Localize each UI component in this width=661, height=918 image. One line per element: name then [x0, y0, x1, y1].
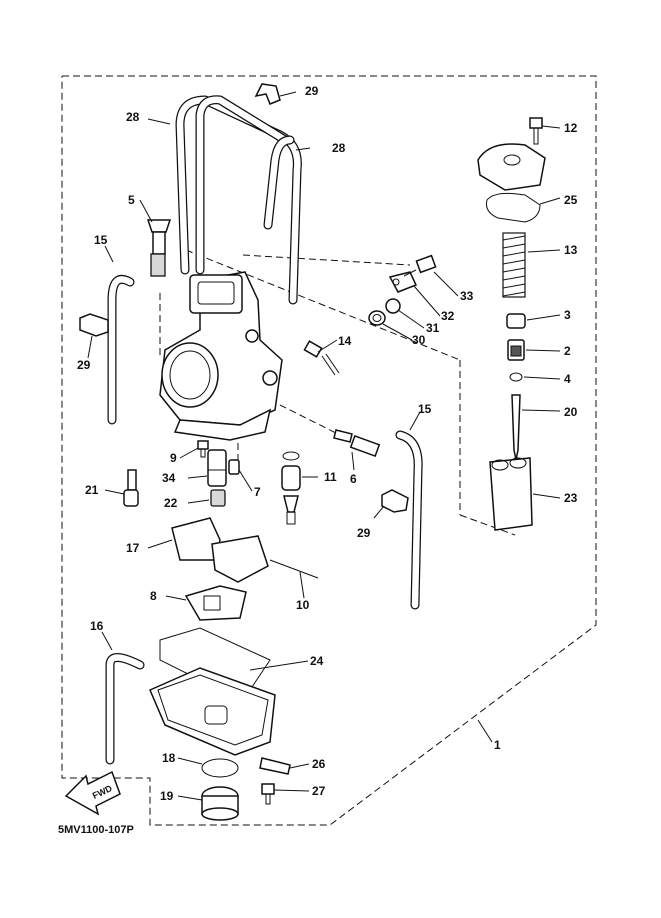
- screw-9: [197, 440, 209, 458]
- plate-26: [259, 757, 291, 775]
- hose-clamp-29-right: [381, 489, 409, 513]
- part-label-28-right: 28: [332, 141, 346, 155]
- gasket-25: [486, 192, 541, 223]
- part-label-20: 20: [564, 405, 578, 419]
- part-label-26: 26: [312, 757, 326, 771]
- needle-jet-34: [207, 449, 227, 487]
- part-label-18: 18: [162, 751, 176, 765]
- jet-needle-20: [511, 394, 521, 461]
- vent-hose-28: [175, 95, 302, 305]
- part-label-1: 1: [494, 738, 501, 752]
- part-label-11: 11: [324, 470, 337, 484]
- screw-27: [261, 783, 275, 805]
- part-label-21: 21: [85, 483, 99, 497]
- hose-clamp-29-top: [254, 83, 281, 105]
- clip-4: [509, 372, 523, 382]
- part-label-8: 8: [150, 589, 157, 603]
- float-pivot-8: [184, 585, 247, 621]
- part-label-9: 9: [170, 451, 177, 465]
- holder-2: [507, 339, 525, 361]
- part-label-29-left: 29: [77, 358, 91, 372]
- pilot-jet-7: [228, 459, 240, 475]
- fitting-30: [368, 310, 386, 326]
- part-label-17: 17: [126, 541, 140, 555]
- part-label-30: 30: [412, 333, 426, 347]
- guide-lines: [159, 249, 516, 536]
- throttle-valve-23: [489, 457, 533, 531]
- drain-hose-16: [105, 653, 145, 765]
- part-label-4: 4: [564, 372, 571, 386]
- screw-33: [403, 254, 437, 277]
- screw-21: [123, 469, 139, 507]
- o-ring-18: [201, 758, 239, 778]
- hose-clamp-29-left: [79, 313, 109, 337]
- part-label-19: 19: [160, 789, 174, 803]
- float-pin-10: [269, 559, 319, 579]
- part-label-34: 34: [162, 471, 176, 485]
- part-label-14: 14: [338, 334, 352, 348]
- document-code: 5MV1100-107P: [58, 824, 134, 836]
- main-jet-22: [210, 489, 226, 507]
- part-label-31: 31: [426, 321, 440, 335]
- part-label-7: 7: [254, 485, 261, 499]
- needle-valve-11: [281, 451, 301, 525]
- part-label-29-right: 29: [357, 526, 371, 540]
- label-leaders: [87, 91, 561, 801]
- overflow-hose-15-left: [107, 274, 135, 425]
- part-label-22: 22: [164, 496, 178, 510]
- part-label-2: 2: [564, 344, 571, 358]
- part-label-6: 6: [350, 472, 357, 486]
- part-label-23: 23: [564, 491, 578, 505]
- assembly-boundary: [61, 75, 597, 826]
- plate-32: [388, 271, 418, 293]
- starter-plunger-5: [146, 219, 172, 277]
- part-label-15-right: 15: [418, 402, 432, 416]
- screw-set-14: [303, 340, 340, 376]
- fwd-arrow-icon: [64, 770, 121, 816]
- part-label-5: 5: [128, 193, 135, 207]
- spring-13: [502, 232, 526, 298]
- part-label-33: 33: [460, 289, 474, 303]
- part-label-3: 3: [564, 308, 571, 322]
- part-label-15-left: 15: [94, 233, 108, 247]
- screw-12: [529, 117, 543, 145]
- part-label-25: 25: [564, 193, 578, 207]
- o-ring-31: [385, 298, 401, 314]
- carburetor-body: [159, 271, 283, 441]
- part-label-10: 10: [296, 598, 310, 612]
- part-label-12: 12: [564, 121, 578, 135]
- holder-3: [506, 313, 526, 329]
- part-label-29-top: 29: [305, 84, 319, 98]
- top-cover: [477, 143, 546, 191]
- float-17: [171, 517, 269, 583]
- throttle-stop-screw-6: [333, 429, 381, 458]
- part-label-13: 13: [564, 243, 578, 257]
- part-label-28-left: 28: [126, 110, 140, 124]
- float-chamber: [149, 667, 276, 756]
- part-label-16: 16: [90, 619, 104, 633]
- drain-plug-19: [201, 786, 239, 821]
- part-label-27: 27: [312, 784, 326, 798]
- part-label-24: 24: [310, 654, 324, 668]
- overflow-hose-15-right: [395, 430, 423, 610]
- part-label-32: 32: [441, 309, 455, 323]
